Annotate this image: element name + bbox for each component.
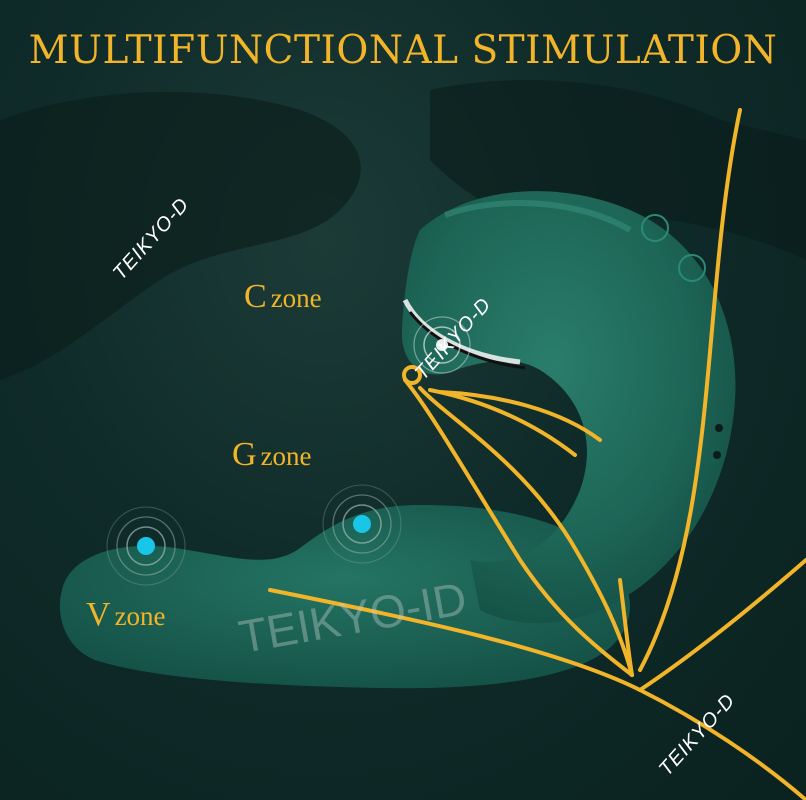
button-icon [678,254,706,282]
product-base [59,505,631,689]
silver-band [402,298,521,365]
g-zone-word: zone [260,441,312,471]
c-zone-word: zone [270,283,322,313]
v-zone-ripple [106,506,186,586]
page-title: MULTIFUNCTIONAL STIMULATION [28,28,778,73]
v-zone-word: zone [114,601,166,631]
c-zone-letter: C [244,278,267,315]
charge-port-icon [715,424,723,432]
silver-band [408,311,526,370]
v-zone-letter: V [86,596,111,633]
anatomy-lines [268,108,806,800]
c-zone-ripple [413,316,471,374]
button-icon [641,214,669,242]
product-head [401,191,736,624]
background-rock [0,91,361,381]
g-zone-ripple [322,484,402,564]
charge-port-icon [713,451,721,459]
product-head-highlight [443,200,632,233]
g-zone-letter: G [232,436,257,473]
